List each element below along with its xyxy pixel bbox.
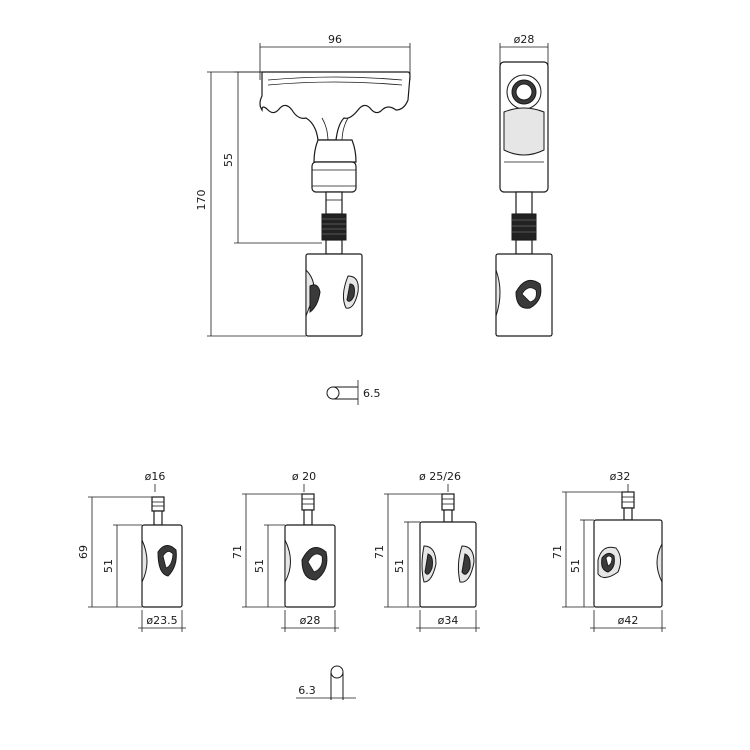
clamp-20-height-label: 71 bbox=[231, 545, 244, 559]
clamp-body-front bbox=[305, 253, 363, 337]
side-diameter-dimension: ø28 bbox=[499, 33, 549, 66]
pin-bottom-detail: 6.3 bbox=[296, 665, 356, 700]
clamp-25-top-label: ø 25/26 bbox=[419, 470, 461, 483]
side-diameter-label: ø28 bbox=[514, 33, 535, 46]
clamp-20-bottom-label: ø28 bbox=[300, 614, 321, 627]
clamp-variant-20: ø 20 71 51 ø28 bbox=[231, 470, 339, 632]
clamp-16-height-label: 69 bbox=[77, 545, 90, 559]
clamp-20-body-label: 51 bbox=[253, 559, 266, 573]
clamp-25-bottom-label: ø34 bbox=[438, 614, 459, 627]
knurled-screw bbox=[321, 213, 347, 255]
total-height-dimension: 170 bbox=[195, 71, 306, 337]
pin-top-label: 6.5 bbox=[363, 387, 381, 400]
clamp-16-top-label: ø16 bbox=[145, 470, 166, 483]
clamp-variant-16: ø16 69 51 ø23.5 bbox=[77, 470, 186, 632]
clamp-16-body-label: 51 bbox=[102, 559, 115, 573]
width-dimension-label: 96 bbox=[328, 33, 342, 46]
clamp-32-height-label: 71 bbox=[551, 545, 564, 559]
pin-top-detail: 6.5 bbox=[326, 380, 381, 405]
neck-collar bbox=[311, 139, 357, 215]
side-view: ø28 bbox=[495, 33, 553, 337]
clamp-32-bottom-label: ø42 bbox=[618, 614, 639, 627]
clamp-25-body-label: 51 bbox=[393, 559, 406, 573]
pin-bottom-label: 6.3 bbox=[298, 684, 316, 697]
clamp-20-top-label: ø 20 bbox=[292, 470, 316, 483]
clamp-32-top-label: ø32 bbox=[610, 470, 631, 483]
height-dimension-label: 55 bbox=[222, 153, 235, 167]
t-handle bbox=[259, 71, 411, 143]
clamp-variant-32: ø32 71 51 ø42 bbox=[551, 470, 666, 632]
width-dimension: 96 bbox=[259, 33, 411, 80]
front-view: 96 55 170 bbox=[195, 33, 411, 337]
clamp-32-body-label: 51 bbox=[569, 559, 582, 573]
clamp-variant-25-26: ø 25/26 71 51 ø34 bbox=[373, 470, 480, 632]
clamp-25-height-label: 71 bbox=[373, 545, 386, 559]
total-height-dimension-label: 170 bbox=[195, 190, 208, 211]
clamp-16-bottom-label: ø23.5 bbox=[146, 614, 177, 627]
